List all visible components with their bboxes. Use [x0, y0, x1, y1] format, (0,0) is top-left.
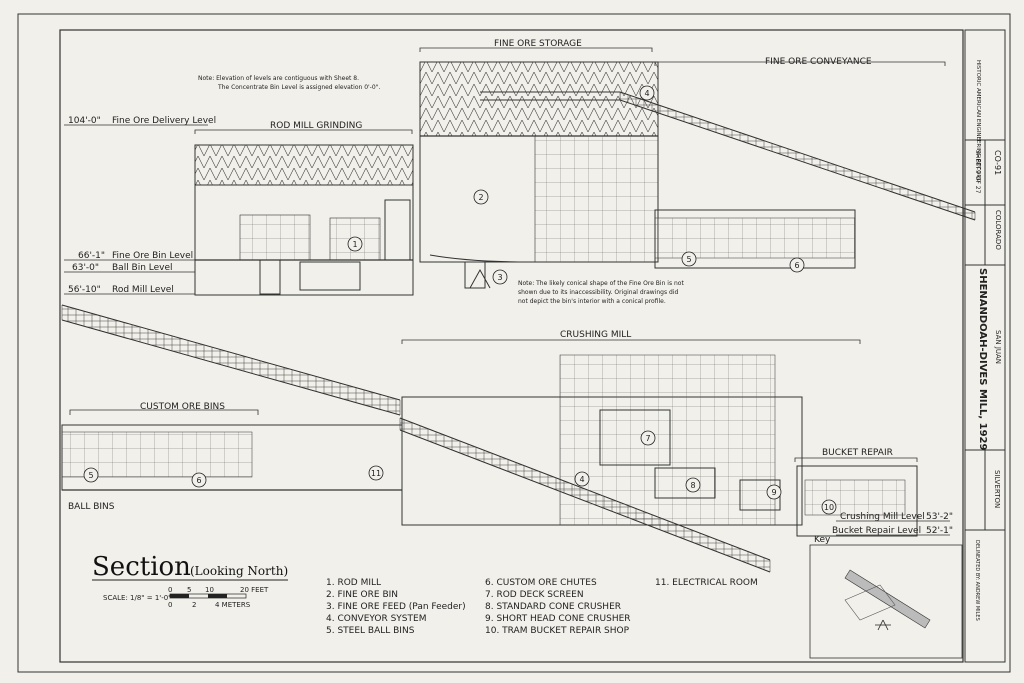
legend-item-10: 10. TRAM BUCKET REPAIR SHOP [485, 626, 630, 636]
delineator: DELINEATED BY: ANDREW MILES [974, 540, 980, 621]
key-plan: Key [809, 535, 963, 659]
svg-text:2: 2 [478, 193, 483, 202]
note2-line1: Note: The likely conical shape of the Fi… [518, 280, 684, 287]
drawing-border [59, 29, 964, 663]
legend-item-1: 1. ROD MILL [326, 578, 381, 588]
svg-text:9: 9 [771, 488, 776, 497]
record-label: HISTORIC AMERICAN ENGINEERING RECORD [975, 60, 981, 183]
label-crushing-mill: CRUSHING MILL [560, 330, 631, 340]
town-name: SILVERTON [993, 470, 1001, 508]
svg-text:5: 5 [686, 255, 691, 264]
level-elev-right-1: 53'-2" [926, 512, 953, 522]
svg-text:5: 5 [88, 471, 93, 480]
record-number: CO-91 [993, 150, 1002, 175]
note2-line2: shown due to its inaccessibility. Origin… [518, 289, 678, 296]
legend-item-9: 9. SHORT HEAD CONE CRUSHER [485, 614, 631, 624]
sheet-label: SHEET [974, 150, 981, 170]
level-name-2: Fine Ore Bin Level [112, 251, 193, 261]
label-ball-bins: BALL BINS [68, 502, 115, 512]
level-name-1: Fine Ore Delivery Level [112, 116, 216, 126]
fine-ore-storage-building [419, 61, 659, 289]
svg-text:4: 4 [644, 89, 649, 98]
svg-text:1: 1 [352, 240, 357, 249]
svg-text:7: 7 [645, 434, 650, 443]
legend-item-8: 8. STANDARD CONE CRUSHER [485, 602, 621, 612]
level-name-right-2: Bucket Repair Level [832, 526, 921, 536]
level-elev-right-2: 52'-1" [926, 526, 953, 536]
title-block-text: HISTORIC AMERICAN ENGINEERING RECORD CO-… [974, 60, 1002, 621]
level-lines [64, 124, 950, 536]
scale-feet-1: 5 [187, 586, 191, 594]
key-label: Key [814, 535, 831, 545]
label-rod-mill-grinding: ROD MILL GRINDING [270, 121, 362, 131]
svg-text:4: 4 [579, 475, 584, 484]
scale-feet-3: 20 FEET [240, 586, 269, 594]
crushing-mill-building [401, 354, 803, 526]
label-bucket-repair: BUCKET REPAIR [822, 448, 893, 458]
scale-feet-0: 0 [168, 586, 172, 594]
level-labels: 104'-0" Fine Ore Delivery Level 66'-1" F… [68, 116, 953, 536]
bucket-repair-building [796, 465, 918, 537]
county-name: SAN JUAN [994, 330, 1002, 364]
drawing-subtitle: (Looking North) [190, 564, 288, 578]
callout-numbers: 1 2 3 4 5 6 7 4 8 9 10 11 5 6 [88, 89, 834, 512]
legend-item-7: 7. ROD DECK SCREEN [485, 590, 584, 600]
legend-item-4: 4. CONVEYOR SYSTEM [326, 614, 426, 624]
sheet-number: 9 OF 27 [974, 170, 981, 194]
svg-text:11: 11 [371, 469, 381, 478]
svg-text:3: 3 [497, 273, 502, 282]
label-fine-ore-storage: FINE ORE STORAGE [494, 39, 582, 49]
svg-text:8: 8 [690, 481, 695, 490]
legend-item-2: 2. FINE ORE BIN [326, 590, 398, 600]
scale-m-2: 4 METERS [215, 601, 251, 609]
rod-mill-building [194, 144, 414, 296]
state-name: COLORADO [994, 210, 1002, 250]
scale-feet-2: 10 [205, 586, 214, 594]
fine-ore-conveyor-upper [480, 91, 976, 269]
level-name-3: Ball Bin Level [112, 263, 173, 273]
legend-item-5: 5. STEEL BALL BINS [326, 626, 415, 636]
level-elev-1: 104'-0" [68, 116, 101, 126]
scale-m-1: 2 [192, 601, 196, 609]
label-fine-ore-conveyance: FINE ORE CONVEYANCE [765, 57, 872, 67]
scale-bar: 0 5 10 20 FEET 0 2 4 METERS [168, 586, 269, 609]
title-block [964, 29, 1006, 663]
note2-line3: not depict the bin's interior with a con… [518, 298, 666, 305]
level-name-right-1: Crushing Mill Level [840, 512, 925, 522]
legend-item-3: 3. FINE ORE FEED (Pan Feeder) [326, 602, 466, 612]
outer-border [17, 13, 1011, 673]
note1-line1: Note: Elevation of levels are contiguous… [198, 75, 359, 82]
north-arrow-icon [875, 619, 891, 631]
scale-label: SCALE: 1/8" = 1'-0" [103, 594, 171, 602]
level-elev-4: 56'-10" [68, 285, 101, 295]
legend: 1. ROD MILL 2. FINE ORE BIN 3. FINE ORE … [326, 578, 758, 636]
level-elev-3: 63'-0" [72, 263, 99, 273]
legend-item-11: 11. ELECTRICAL ROOM [655, 578, 758, 588]
label-custom-ore-bins: CUSTOM ORE BINS [140, 402, 225, 412]
custom-ore-bins [61, 424, 403, 491]
callouts [83, 85, 837, 515]
svg-text:10: 10 [824, 503, 834, 512]
svg-text:6: 6 [794, 261, 799, 270]
scale-m-0: 0 [168, 601, 172, 609]
level-elev-2: 66'-1" [78, 251, 105, 261]
drawing-title: Section [92, 552, 191, 582]
note1-line2: The Concentrate Bin Level is assigned el… [217, 84, 380, 91]
svg-text:6: 6 [196, 476, 201, 485]
project-title: SHENANDOAH-DIVES MILL, 1929 [977, 268, 988, 451]
legend-item-6: 6. CUSTOM ORE CHUTES [485, 578, 597, 588]
level-name-4: Rod Mill Level [112, 285, 174, 295]
